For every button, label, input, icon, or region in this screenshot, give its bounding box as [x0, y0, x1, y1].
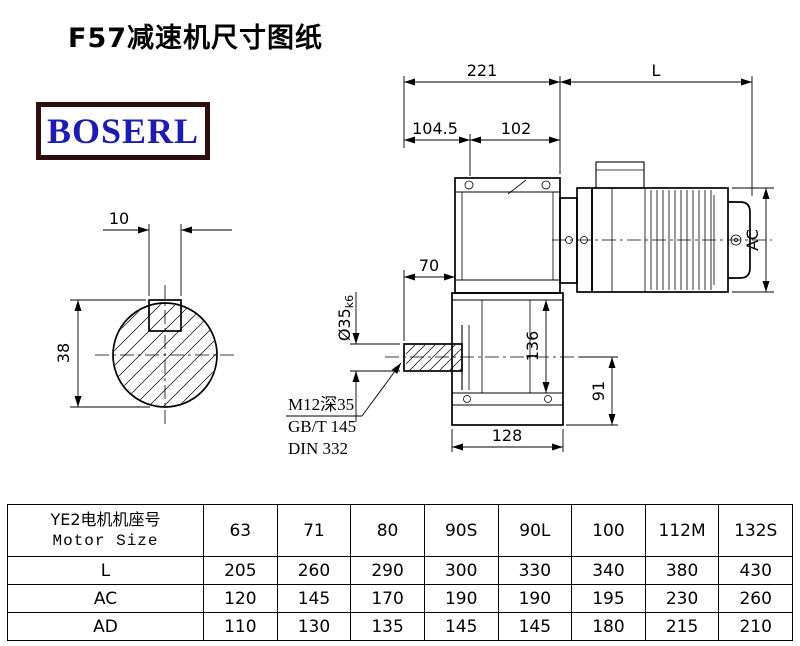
bolt-icon [541, 180, 551, 190]
dim-136: 136 [523, 331, 542, 362]
motor-adapter [559, 197, 578, 284]
dim-shaft-diameter: Ø35k6 [335, 295, 356, 341]
dim-value-cell: 230 [644, 584, 720, 613]
note-tap-size: M12深35 [288, 395, 354, 414]
dim-shaft-height: 38 [54, 343, 73, 363]
dim-value-cell: 330 [497, 556, 573, 585]
brand-logo-box: BOSERL [36, 102, 210, 160]
bolt-icon [544, 395, 552, 403]
dim-gearbox-depth: 221 [467, 61, 498, 80]
dim-value-cell: 145 [423, 612, 499, 641]
dim-value-cell: 260 [718, 584, 793, 613]
dimensions: 221 L 104.5 102 70 Ø35k6 136 [335, 61, 774, 452]
dim-motor-diameter: AC [743, 229, 762, 251]
dim-value-cell: 430 [718, 556, 793, 585]
motor-size-header-cell: YE2电机机座号 Motor Size [7, 504, 204, 557]
motor-dimension-table: YE2电机机座号 Motor Size 63 71 80 90S 90L 100… [7, 504, 793, 641]
row-label: L [7, 556, 204, 585]
dim-value-cell: 145 [276, 584, 352, 613]
terminal-box [595, 161, 645, 189]
brand-logo-text: BOSERL [46, 111, 200, 151]
row-label: AD [7, 612, 204, 641]
dim-value-cell: 190 [423, 584, 499, 613]
dim-value-cell: 380 [644, 556, 720, 585]
dim-128: 128 [492, 426, 523, 445]
dim-value-cell: 260 [276, 556, 352, 585]
table-header-row: YE2电机机座号 Motor Size 63 71 80 90S 90L 100… [7, 504, 793, 557]
dim-value-cell: 130 [276, 612, 352, 641]
note-standard-gbt: GB/T 145 [288, 417, 356, 436]
motor-size-col-header: 90L [497, 504, 573, 557]
dim-motor-length: L [652, 61, 661, 80]
header-label-cn: YE2电机机座号 [50, 509, 161, 529]
motor-size-col-header: 63 [203, 504, 278, 557]
shaft-section-view: 10 38 [54, 209, 237, 424]
header-label-en: Motor Size [52, 532, 159, 551]
gearbox-side-view [385, 161, 772, 426]
dim-value-cell: 110 [203, 612, 278, 641]
dim-value-cell: 195 [571, 584, 646, 613]
dim-value-cell: 170 [350, 584, 425, 613]
dim-value-cell: 120 [203, 584, 278, 613]
page-title: F57减速机尺寸图纸 [68, 23, 324, 54]
dim-value-cell: 205 [203, 556, 278, 585]
shaft-dia-value: Ø35 [335, 308, 354, 341]
dim-value-cell: 215 [644, 612, 720, 641]
dim-value-cell: 145 [497, 612, 573, 641]
table-row-AC: AC 120 145 170 190 190 195 230 260 [7, 584, 793, 613]
row-label: AC [7, 584, 204, 613]
motor-fins [650, 190, 712, 290]
bolt-icon [464, 180, 474, 190]
table-row-L: L 205 260 290 300 330 340 380 430 [7, 556, 793, 585]
motor-size-col-header: 132S [718, 504, 793, 557]
dim-value-cell: 180 [571, 612, 646, 641]
bolt-icon [463, 395, 471, 403]
dim-value-cell: 135 [350, 612, 425, 641]
dim-keyway-width: 10 [109, 209, 129, 228]
housing-lower [451, 292, 564, 426]
motor-size-col-header: 90S [423, 504, 499, 557]
dim-shaft-length: 70 [419, 256, 439, 275]
dim-104-5: 104.5 [412, 119, 458, 138]
dim-value-cell: 340 [571, 556, 646, 585]
motor-rear-cap [728, 201, 751, 279]
note-standard-din: DIN 332 [288, 439, 348, 458]
motor-size-col-header: 71 [276, 504, 352, 557]
housing-upper [454, 177, 561, 294]
motor-size-col-header: 100 [571, 504, 646, 557]
motor-size-col-header: 112M [644, 504, 720, 557]
dim-value-cell: 300 [423, 556, 499, 585]
shaft-hatch [406, 345, 461, 370]
dim-value-cell: 210 [718, 612, 793, 641]
dim-102: 102 [501, 119, 532, 138]
motor-size-col-header: 80 [350, 504, 425, 557]
table-row-AD: AD 110 130 135 145 145 180 215 210 [7, 612, 793, 641]
technical-drawing: 10 38 [54, 61, 774, 458]
output-shaft [403, 343, 463, 372]
dim-91: 91 [589, 381, 608, 401]
tap-hole-notes: M12深35 GB/T 145 DIN 332 [286, 362, 402, 458]
dim-value-cell: 290 [350, 556, 425, 585]
shaft-dia-tolerance: k6 [343, 295, 356, 308]
dim-value-cell: 190 [497, 584, 573, 613]
